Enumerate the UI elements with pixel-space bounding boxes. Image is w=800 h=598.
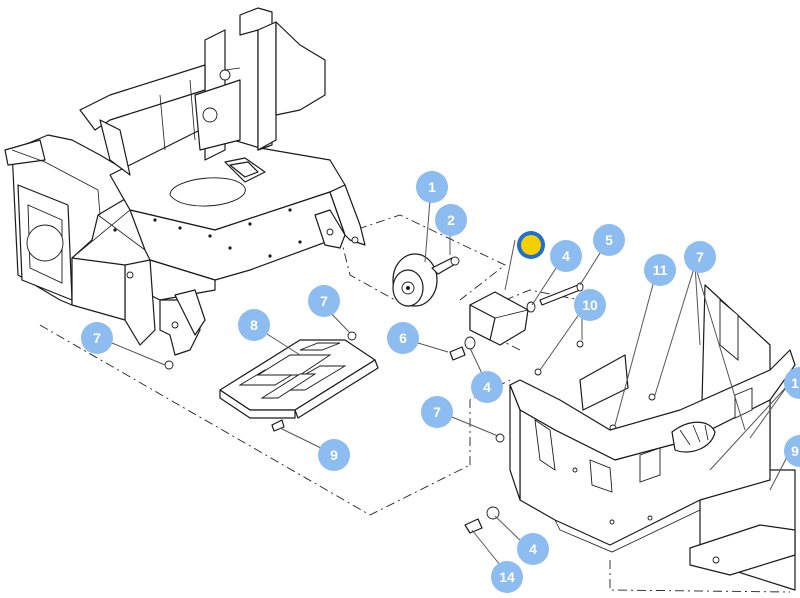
callout-2[interactable]: 2 [435, 204, 467, 236]
callout-4-bottom-label: 4 [529, 541, 537, 557]
bottom-rail [689, 524, 796, 576]
callout-6[interactable]: 6 [387, 322, 419, 354]
callout-10-label: 10 [582, 297, 598, 313]
callout-7-lower[interactable]: 7 [421, 396, 453, 428]
callout-4-top[interactable]: 4 [550, 240, 582, 272]
callout-7-right-label: 7 [696, 249, 704, 265]
roller-bracket [469, 291, 529, 346]
callout-7-right[interactable]: 7 [684, 241, 716, 273]
callout-7-lower-label: 7 [433, 404, 441, 420]
callout-7-left[interactable]: 7 [81, 322, 113, 354]
leader-lines [111, 199, 789, 566]
callout-10[interactable]: 10 [574, 289, 606, 321]
callout-4-middle[interactable]: 4 [471, 371, 503, 403]
callout-5-label: 5 [605, 232, 613, 248]
callout-9-edge-label: 9 [791, 443, 799, 459]
callout-11-label: 11 [653, 262, 668, 278]
callout-7-left-label: 7 [93, 330, 101, 346]
callout-4-bottom[interactable]: 4 [517, 533, 549, 565]
step-plate [219, 339, 379, 419]
callout-11[interactable]: 11 [644, 254, 676, 286]
callout-8-label: 8 [250, 317, 258, 333]
callout-9-label: 9 [330, 447, 338, 463]
callout-4-top-label: 4 [562, 248, 570, 264]
callout-1[interactable]: 1 [416, 171, 448, 203]
callout-1-label: 1 [428, 179, 436, 195]
callout-14[interactable]: 14 [491, 561, 523, 593]
roller-assembly [392, 253, 460, 307]
callout-5[interactable]: 5 [593, 224, 625, 256]
callout-1-edge-label: 1 [791, 375, 799, 391]
callout-9-edge[interactable]: 9 [784, 435, 800, 467]
callout-14-label: 14 [499, 569, 515, 585]
callout-2-label: 2 [447, 212, 455, 228]
highlight-marker[interactable] [517, 231, 545, 259]
main-frame [4, 7, 366, 356]
callout-7-step-label: 7 [320, 293, 328, 309]
callout-9[interactable]: 9 [318, 439, 350, 471]
callout-8[interactable]: 8 [238, 309, 270, 341]
callout-6-label: 6 [399, 330, 407, 346]
callout-4-middle-label: 4 [483, 379, 491, 395]
callout-7-step[interactable]: 7 [308, 285, 340, 317]
assembly-outline-lines [39, 214, 791, 593]
callout-1-edge[interactable]: 1 [784, 367, 800, 399]
